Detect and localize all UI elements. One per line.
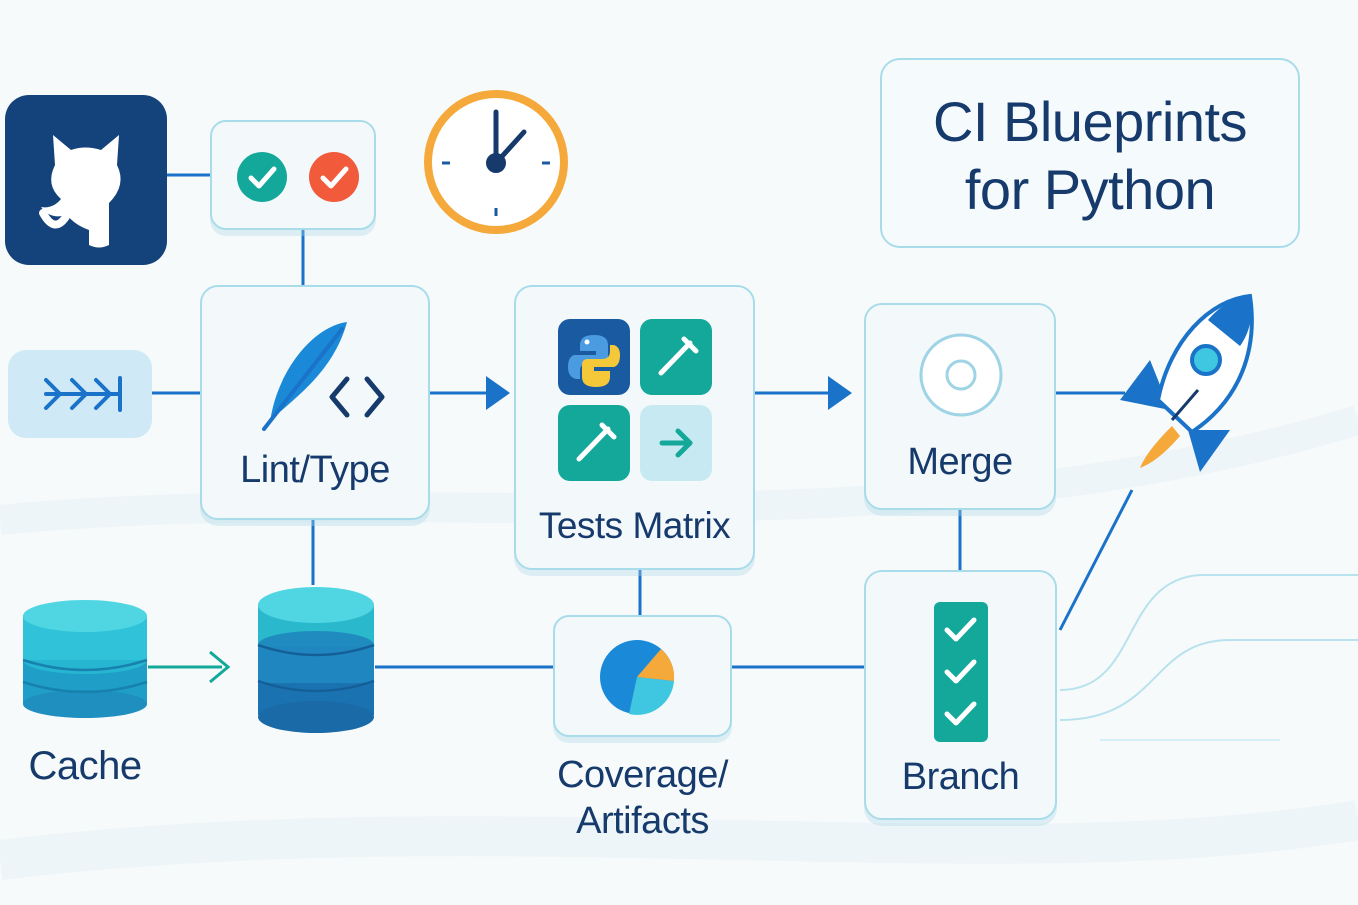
title-line-2: for Python bbox=[964, 158, 1216, 221]
arrowhead-tests-merge bbox=[828, 376, 852, 410]
status-checks-icon bbox=[237, 152, 359, 202]
lint-type-label: Lint/Type bbox=[240, 449, 390, 491]
coverage-label-line-2: Artifacts bbox=[576, 800, 709, 842]
github-octocat-icon bbox=[39, 135, 121, 248]
trigger-arrows-icon bbox=[44, 376, 122, 412]
arrowhead-lint-tests bbox=[486, 376, 510, 410]
status-checks-card[interactable] bbox=[210, 120, 376, 230]
clock-icon bbox=[424, 90, 568, 234]
arrowhead-cache bbox=[209, 650, 231, 684]
merge-card[interactable]: Merge bbox=[864, 303, 1056, 510]
merge-target-icon bbox=[919, 333, 1003, 417]
python-matrix-icon bbox=[558, 319, 712, 481]
cache-label: Cache bbox=[28, 744, 142, 788]
feather-code-icon bbox=[262, 322, 385, 431]
connector-branch-rocket bbox=[1058, 489, 1134, 631]
tests-matrix-label: Tests Matrix bbox=[538, 505, 731, 546]
coverage-card[interactable] bbox=[553, 615, 732, 737]
database-icon bbox=[22, 600, 148, 718]
coverage-label-line-1: Coverage/ bbox=[557, 754, 728, 796]
title-line-1: CI Blueprints bbox=[932, 90, 1248, 153]
checklist-icon bbox=[934, 602, 988, 742]
merge-label: Merge bbox=[907, 441, 1013, 483]
tests-matrix-card[interactable]: Tests Matrix bbox=[514, 285, 755, 570]
lint-type-card[interactable]: Lint/Type bbox=[200, 285, 430, 520]
repo-tile[interactable] bbox=[5, 95, 167, 265]
rocket-icon bbox=[1120, 293, 1254, 472]
title-card: CI Blueprints for Python bbox=[880, 58, 1300, 248]
branch-label: Branch bbox=[901, 756, 1020, 798]
branch-card[interactable]: Branch bbox=[864, 570, 1057, 820]
database-icon bbox=[257, 587, 375, 733]
pie-chart-icon bbox=[600, 640, 675, 715]
trigger-tile[interactable] bbox=[8, 350, 152, 438]
